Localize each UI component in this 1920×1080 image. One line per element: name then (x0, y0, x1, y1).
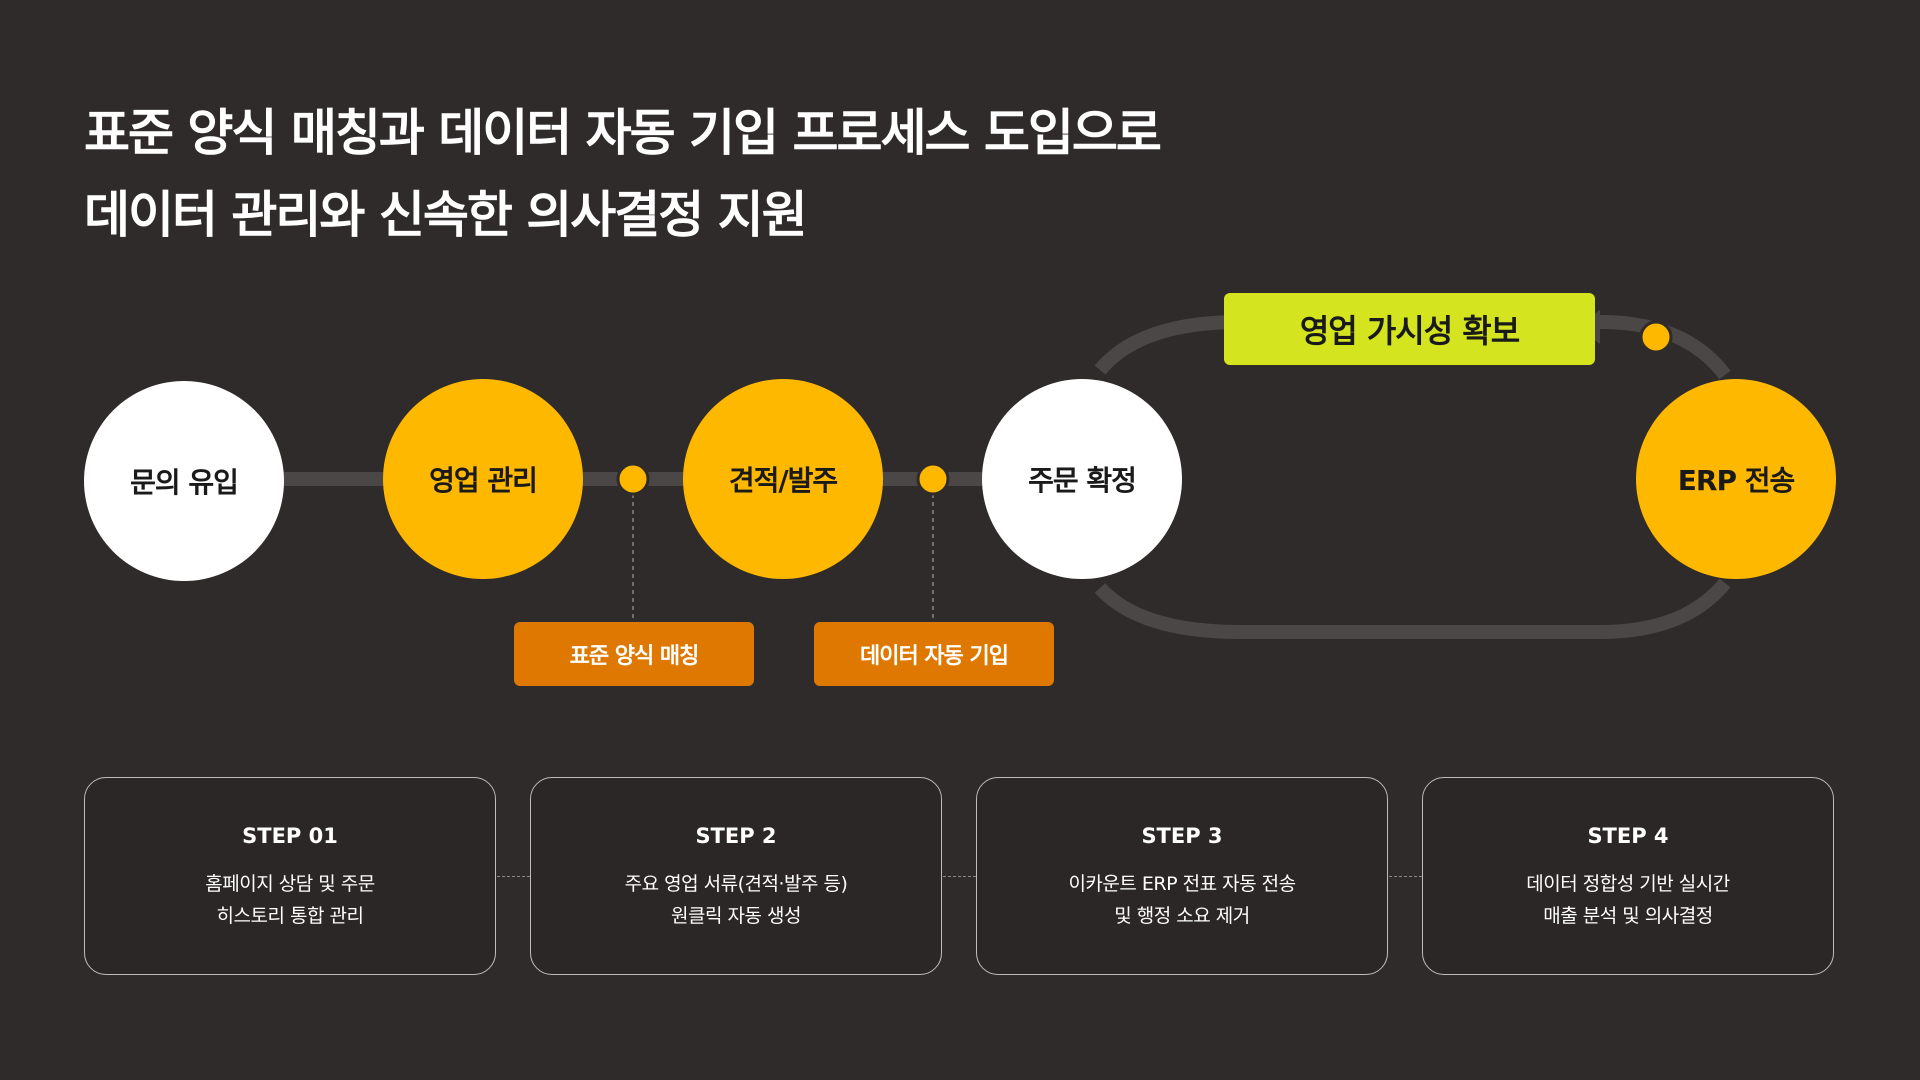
card-connector-2 (943, 876, 976, 877)
step-description: 주요 영업 서류(견적·발주 등) 원클릭 자동 생성 (531, 868, 941, 932)
node-quote-order: 견적/발주 (683, 379, 883, 579)
step-description: 데이터 정합성 기반 실시간 매출 분석 및 의사결정 (1423, 868, 1833, 932)
marker-dot-1 (616, 462, 650, 496)
step-description-line-2: 및 행정 소요 제거 (1114, 905, 1250, 927)
marker-dot-2 (916, 462, 950, 496)
step-description-line-1: 이카운트 ERP 전표 자동 전송 (1068, 873, 1296, 895)
card-connector-1 (497, 876, 530, 877)
step-description: 홈페이지 상담 및 주문 히스토리 통합 관리 (85, 868, 495, 932)
step-card-2: STEP 2 주요 영업 서류(견적·발주 등) 원클릭 자동 생성 (530, 777, 942, 975)
step-description: 이카운트 ERP 전표 자동 전송 및 행정 소요 제거 (977, 868, 1387, 932)
step-card-3: STEP 3 이카운트 ERP 전표 자동 전송 및 행정 소요 제거 (976, 777, 1388, 975)
step-description-line-2: 원클릭 자동 생성 (671, 905, 801, 927)
loop-connector-bottom (1094, 578, 1731, 639)
page-title-line-1: 표준 양식 매칭과 데이터 자동 기입 프로세스 도입으로 (84, 104, 1162, 162)
step-title: STEP 3 (1141, 824, 1223, 848)
node-erp-transfer: ERP 전송 (1636, 379, 1836, 579)
highlight-sales-visibility: 영업 가시성 확보 (1224, 293, 1595, 365)
node-order-confirmation: 주문 확정 (982, 379, 1182, 579)
step-title: STEP 4 (1587, 824, 1669, 848)
step-title: STEP 01 (242, 824, 338, 848)
step-description-line-2: 매출 분석 및 의사결정 (1543, 905, 1713, 927)
tag-data-auto-entry: 데이터 자동 기입 (814, 622, 1054, 686)
step-description-line-1: 데이터 정합성 기반 실시간 (1526, 873, 1730, 895)
step-title: STEP 2 (695, 824, 777, 848)
page-title: 표준 양식 매칭과 데이터 자동 기입 프로세스 도입으로 데이터 관리와 신속… (84, 92, 1162, 256)
step-description-line-1: 주요 영업 서류(견적·발주 등) (624, 873, 848, 895)
page-title-line-2: 데이터 관리와 신속한 의사결정 지원 (84, 186, 808, 244)
marker-dot-3 (1639, 320, 1673, 354)
card-connector-3 (1389, 876, 1422, 877)
step-description-line-1: 홈페이지 상담 및 주문 (205, 873, 375, 895)
step-description-line-2: 히스토리 통합 관리 (216, 905, 364, 927)
tag-standard-form-matching: 표준 양식 매칭 (514, 622, 754, 686)
node-sales-management: 영업 관리 (383, 379, 583, 579)
step-card-1: STEP 01 홈페이지 상담 및 주문 히스토리 통합 관리 (84, 777, 496, 975)
step-card-4: STEP 4 데이터 정합성 기반 실시간 매출 분석 및 의사결정 (1422, 777, 1834, 975)
node-inquiry-inflow: 문의 유입 (84, 381, 284, 581)
